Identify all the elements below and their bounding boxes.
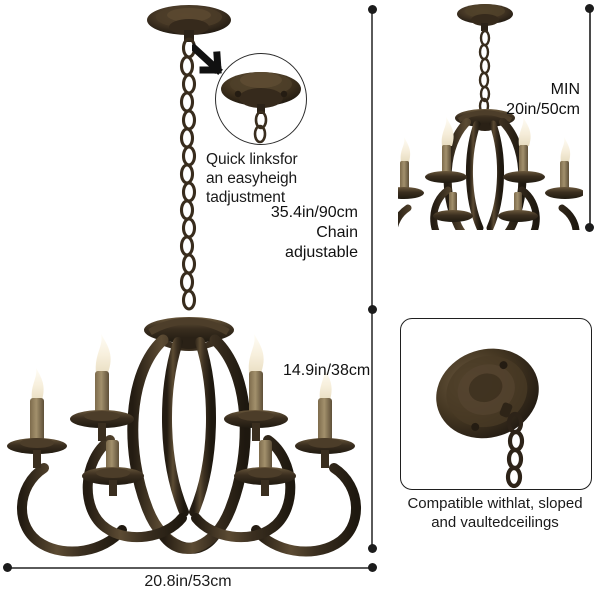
sloped-canopy-illustration bbox=[436, 348, 539, 489]
min-drop-dimension-line bbox=[589, 10, 591, 228]
arms-main bbox=[17, 435, 361, 557]
canopy-min-drop bbox=[457, 4, 513, 31]
dim-dot-top bbox=[368, 5, 377, 14]
candle-arm-6 bbox=[295, 368, 355, 468]
sloped-ceiling-caption: Compatible withlat, sloped and vaultedce… bbox=[407, 495, 583, 531]
dim-dot-width-right bbox=[368, 563, 377, 572]
total-width-dimension-line bbox=[8, 567, 372, 569]
sloped-chain bbox=[505, 411, 525, 489]
candle-arm-2 bbox=[70, 334, 134, 441]
candle-arm-3 bbox=[82, 440, 144, 496]
candle-arm-5 bbox=[224, 334, 288, 441]
fixture-height-label: 14.9in/38cm bbox=[283, 362, 371, 379]
body-scrolls-main bbox=[127, 334, 251, 554]
arms-min-drop bbox=[398, 186, 580, 230]
fixture-width-label: 20.8in/53cm bbox=[144, 573, 232, 590]
total-height-dimension-line bbox=[371, 10, 373, 550]
min-drop-label: MIN 20in/50cm bbox=[506, 81, 580, 118]
arrow-down-right-icon bbox=[192, 43, 223, 75]
sloped-ceiling-panel bbox=[400, 318, 592, 490]
min-dim-dot-bottom bbox=[585, 223, 594, 232]
chain-main bbox=[179, 37, 197, 311]
dim-dot-width-left bbox=[3, 563, 12, 572]
chain-length-label: 35.4in/90cm Chain adjustable bbox=[270, 204, 358, 261]
chandelier-min-drop-illustration bbox=[398, 4, 583, 230]
candle-arm-1 bbox=[7, 368, 67, 468]
candles-min-drop bbox=[398, 117, 583, 222]
dim-dot-middle bbox=[368, 305, 377, 314]
canopy-detail-illustration bbox=[221, 72, 301, 144]
quick-link-description: Quick linksfor an easyheigh tadjustment bbox=[206, 151, 298, 206]
dim-dot-bottom bbox=[368, 544, 377, 553]
min-dim-dot-top bbox=[585, 4, 594, 13]
canopy-detail-callout bbox=[215, 53, 307, 145]
canopy-main bbox=[147, 5, 231, 42]
candle-arm-4 bbox=[234, 440, 296, 496]
chandelier-main-illustration bbox=[7, 5, 361, 557]
